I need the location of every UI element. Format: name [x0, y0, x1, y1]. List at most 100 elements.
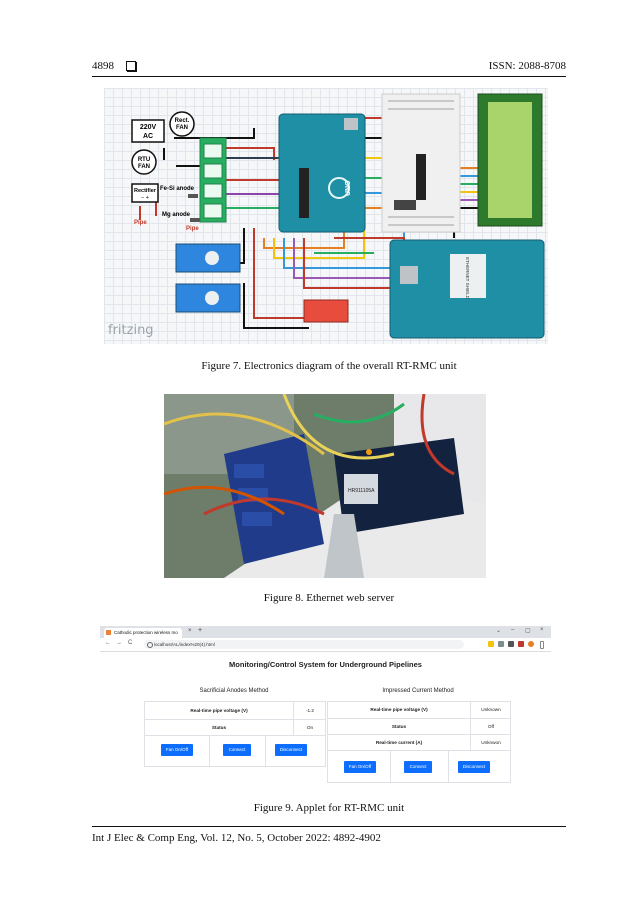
photo-svg: HR911105A [164, 394, 486, 578]
rectifier-label: Rectifier [134, 188, 157, 194]
fe-si-label: Fe-Si anode [160, 186, 195, 192]
divider [265, 736, 266, 767]
row-label: Real-time current (A) [375, 740, 423, 745]
rj45-jack [450, 254, 486, 298]
rtu-fan [131, 149, 157, 175]
mg-anode [190, 218, 202, 222]
divider [209, 736, 210, 767]
connect-button[interactable]: Connect [404, 761, 432, 773]
extension-icon[interactable] [508, 641, 514, 647]
current-sensor [303, 299, 349, 323]
figure-8-photo: HR911105A [164, 394, 486, 578]
row-value: Unknwon [470, 735, 511, 751]
row-label: Status [391, 724, 407, 729]
module-text: HR911105A [348, 488, 375, 494]
sacrificial-table: Real-time pipe voltage (V) -1.2 Status O… [144, 701, 326, 767]
row-label: Real-time pipe voltage (V) [190, 708, 248, 713]
fan-toggle-button[interactable]: Fan On/Off [161, 744, 193, 756]
window-close-icon[interactable]: × [540, 627, 544, 633]
back-icon[interactable]: ← [105, 640, 111, 646]
maximize-icon[interactable]: ▢ [525, 628, 531, 634]
row-value: Off [470, 719, 511, 735]
disconnect-button[interactable]: Disconnect [275, 744, 307, 756]
issn: ISSN: 2088-8708 [488, 60, 566, 72]
fe-si-anode [188, 194, 198, 198]
row-value: Unknown [470, 702, 511, 718]
figure-9-caption: Figure 9. Applet for RT-RMC unit [253, 802, 405, 814]
sacrificial-heading: Sacrificial Anodes Method [199, 688, 269, 694]
usb-port [344, 118, 358, 130]
ic-chip [416, 154, 426, 200]
figure-7-circuit-diagram: 220V AC Rect. FAN RTU FAN Rectifier − + … [104, 88, 548, 344]
lcd-screen [488, 102, 532, 218]
page-title: Monitoring/Control System for Undergroun… [229, 660, 422, 669]
rj45-module [344, 474, 378, 504]
connect-button[interactable]: Connect [223, 744, 251, 756]
rectifier-terms: − + [141, 195, 149, 201]
rect-fan-label-1: Rect. [175, 118, 190, 124]
fritzing-logo: fritzing [108, 323, 154, 338]
table-row: Status Off [328, 718, 510, 735]
extension-icon[interactable] [498, 641, 504, 647]
new-tab-icon[interactable]: + [198, 627, 203, 634]
mg-label: Mg anode [162, 212, 191, 218]
address-bar-row: ← → C localhost/AL/index%20(4).html [100, 638, 551, 652]
microcontroller [299, 168, 309, 218]
tab-search-icon[interactable]: ⌄ [496, 628, 502, 634]
tab-title: Cathodic protection wireless mo [114, 630, 178, 635]
row-label: Status [211, 725, 227, 730]
arduino-uno [278, 113, 366, 233]
footer-rule [92, 826, 566, 827]
minimize-icon[interactable]: – [511, 627, 515, 633]
shield-chip [400, 266, 418, 284]
ac-label-2: AC [143, 133, 153, 140]
forward-icon[interactable]: → [116, 640, 122, 646]
table-row: Real-time pipe voltage (V) Unknown [328, 702, 510, 718]
bookmark-star-icon[interactable] [488, 641, 494, 647]
figure-9-browser-screenshot: Cathodic protection wireless mo × + ⌄ – … [100, 626, 551, 786]
browser-tab[interactable]: Cathodic protection wireless mo [104, 628, 182, 638]
pipe-left-label: Pipe [134, 220, 147, 226]
page-number: 4898 [92, 60, 114, 72]
arduino-logo [328, 177, 350, 199]
url-text: localhost/AL/index%20(4).html [154, 642, 215, 647]
profile-avatar-icon[interactable] [528, 641, 534, 647]
table-row: Real-time current (A) Unknwon [328, 734, 510, 751]
extension-icon[interactable] [518, 641, 524, 647]
row-label: Real-time pipe voltage (V) [370, 707, 428, 712]
footer-citation: Int J Elec & Comp Eng, Vol. 12, No. 5, O… [92, 832, 381, 844]
impressed-table: Real-time pipe voltage (V) Unknown Statu… [327, 701, 511, 783]
fan-toggle-button[interactable]: Fan On/Off [344, 761, 376, 773]
disconnect-button[interactable]: Disconnect [458, 761, 490, 773]
reload-icon[interactable]: C [128, 640, 133, 646]
table-row: Status On [145, 719, 325, 736]
sensor-1-pot [205, 251, 219, 265]
row-value: -1.2 [293, 702, 326, 719]
table-row: Real-time pipe voltage (V) -1.2 [145, 702, 325, 719]
button-row: Fan On/Off Connect Disconnect [145, 735, 325, 767]
running-header: 4898 ISSN: 2088-8708 [92, 60, 566, 74]
row-value: On [293, 720, 326, 736]
rect-fan [169, 111, 195, 137]
square-bullet-icon [126, 61, 136, 71]
sensor-2-pot [205, 291, 219, 305]
tab-bar: Cathodic protection wireless mo × + ⌄ – … [100, 626, 551, 638]
pipe-right-label: Pipe [186, 226, 199, 232]
potentiometer [394, 200, 416, 210]
button-row: Fan On/Off Connect Disconnect [328, 750, 510, 783]
rtu-fan-label-1: RTU [138, 157, 150, 163]
figure-7-caption: Figure 7. Electronics diagram of the ove… [201, 360, 457, 372]
tab-close-icon[interactable]: × [188, 628, 192, 634]
menu-icon[interactable] [540, 641, 544, 649]
ac-source [131, 119, 165, 143]
board-label: UNO [345, 180, 352, 196]
rect-fan-label-2: FAN [176, 125, 188, 131]
header-rule [92, 76, 566, 77]
url-field[interactable]: localhost/AL/index%20(4).html [144, 640, 464, 649]
favicon-icon [106, 630, 111, 635]
circuit-svg: 220V AC Rect. FAN RTU FAN Rectifier − + … [108, 93, 545, 339]
figure-8-caption: Figure 8. Ethernet web server [263, 592, 395, 604]
divider [448, 751, 449, 783]
info-icon [147, 642, 153, 648]
divider [390, 751, 391, 783]
